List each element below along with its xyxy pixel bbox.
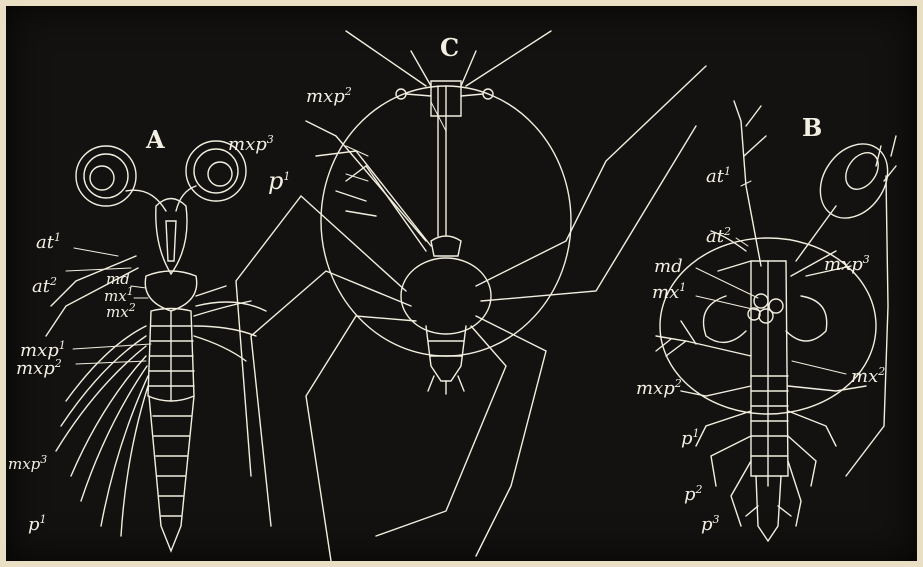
larva-a-drawing [46,141,266,551]
label-c-mxp3: mxp3 [228,134,274,154]
larva-illustrations [6,6,917,561]
label-b-mx2: mx2 [851,366,885,386]
label-b-mx1: mx1 [652,282,686,302]
label-b-md: md [654,258,683,276]
label-b-p2: p2 [684,484,703,504]
label-b-p1: p1 [681,428,700,448]
engraving-plate: A C B at1 at2 md mx1 mx2 mxp1 mxp2 mxp3 … [6,6,917,561]
label-b-at1: at1 [706,166,731,186]
larva-b-drawing [656,101,902,541]
label-b-p3: p3 [701,514,720,534]
label-a-at2: at2 [32,276,57,296]
figure-label-b: B [802,116,822,140]
label-b-at2: at2 [706,226,731,246]
label-a-mxp2: mxp2 [16,358,62,378]
label-b-mxp3: mxp3 [824,254,870,274]
label-a-mxp3: mxp3 [8,454,47,472]
label-c-mxp2: mxp2 [306,86,352,106]
label-a-at1: at1 [36,232,61,252]
label-a-mx2: mx2 [106,302,136,320]
larva-c-drawing [236,31,706,561]
figure-label-a: A [146,128,165,152]
label-a-p1: p1 [28,514,47,534]
label-c-p1: p1 [268,169,290,193]
figure-label-c: C [440,36,459,60]
label-b-mxp2: mxp2 [636,378,682,398]
